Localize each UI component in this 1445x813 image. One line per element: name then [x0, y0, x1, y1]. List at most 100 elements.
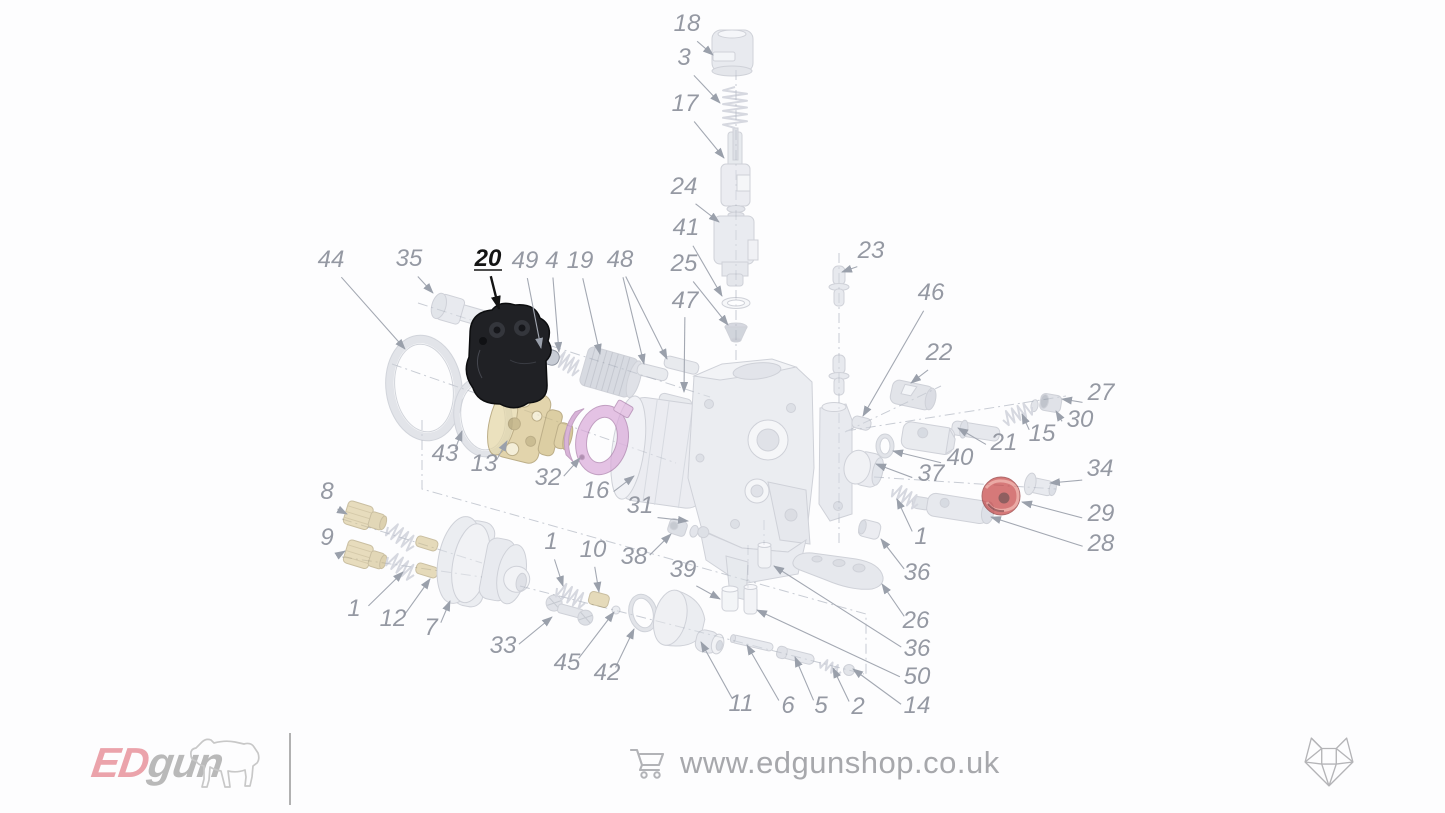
part-label-41: 41 [673, 214, 700, 241]
part-label-37: 37 [918, 460, 946, 487]
part-39-plug [721, 585, 739, 612]
leader-line-26 [881, 583, 905, 617]
leader-line-2 [832, 667, 850, 702]
part-label-9: 9 [320, 524, 333, 551]
leader-line-3 [693, 74, 721, 104]
part-29-red-knob [981, 476, 1021, 516]
part-label-16: 16 [583, 477, 610, 504]
part-label-33: 33 [490, 632, 517, 659]
part-label-36: 36 [904, 635, 931, 662]
leader-line-49 [526, 277, 544, 349]
part-33-screw [545, 594, 594, 626]
leader-line-20 [489, 275, 501, 310]
leader-line-24 [695, 203, 720, 223]
leader-line-41 [692, 245, 723, 297]
leader-line-33 [518, 616, 553, 645]
part-label-30: 30 [1067, 406, 1094, 433]
part-label-23: 23 [857, 237, 885, 264]
dog-icon [190, 738, 260, 788]
part-label-35: 35 [396, 245, 423, 272]
leader-line-17 [693, 121, 725, 159]
leader-line-9 [334, 550, 346, 560]
spring-part [1002, 402, 1033, 427]
part-37-plug [843, 449, 884, 488]
site-link: www.edgunshop.co.uk [630, 745, 1000, 781]
spring-part [890, 485, 919, 510]
part-46-pin [851, 415, 872, 431]
leader-line-19 [582, 278, 602, 355]
logo-text-ed: ED [88, 739, 152, 786]
spring-part [819, 659, 842, 677]
part-18-cap [711, 29, 754, 77]
part-label-11: 11 [729, 690, 754, 717]
part-31-38-screws [667, 518, 710, 539]
leader-line-8 [336, 505, 348, 515]
part-label-4: 4 [545, 247, 558, 274]
leader-line-18 [696, 40, 714, 56]
spring-part [555, 582, 586, 610]
part-20-highlighted-bracket [465, 302, 560, 409]
leader-line-25 [692, 281, 729, 326]
leader-line-32 [563, 457, 581, 477]
part-26-lever [792, 552, 884, 590]
leader-line-5 [794, 656, 815, 701]
leader-line-14 [852, 668, 902, 705]
part-label-21: 21 [990, 429, 1018, 456]
leader-line-16 [613, 475, 635, 493]
part-label-5: 5 [814, 692, 828, 719]
part-label-29: 29 [1087, 500, 1115, 527]
part-label-36: 36 [904, 559, 931, 586]
part-40-oring [875, 433, 895, 459]
leader-line-28 [990, 516, 1083, 547]
leader-line-4 [552, 277, 563, 353]
leader-line-47 [680, 317, 689, 393]
leader-line-42 [615, 628, 635, 668]
part-label-39: 39 [670, 556, 697, 583]
part-label-14: 14 [904, 692, 931, 719]
part-label-18: 18 [674, 10, 701, 37]
part-label-19: 19 [567, 247, 594, 274]
spring-part [385, 553, 415, 581]
part-label-25: 25 [670, 250, 698, 277]
part-label-13: 13 [471, 450, 498, 477]
leader-line-34 [1049, 478, 1083, 487]
leader-line-43 [454, 430, 463, 449]
parts-layer [342, 29, 1063, 677]
leader-line-36 [773, 565, 902, 648]
spring-part [722, 86, 748, 129]
part-label-26: 26 [902, 607, 930, 634]
part-41-washer [721, 297, 751, 309]
part-label-2: 2 [850, 693, 864, 720]
part-label-42: 42 [594, 659, 621, 686]
leader-line-1 [896, 498, 913, 532]
leader-line-48 [622, 277, 646, 365]
part-label-6: 6 [781, 692, 795, 719]
fox-icon [1304, 737, 1354, 787]
part-label-24: 24 [670, 173, 698, 200]
part-label-12: 12 [380, 605, 407, 632]
leader-line-29 [1021, 500, 1083, 519]
part-11-adapter [652, 589, 725, 655]
leader-line-39 [696, 585, 721, 600]
part-label-15: 15 [1029, 420, 1056, 447]
part-22-valve [889, 379, 937, 411]
part-label-47: 47 [672, 287, 700, 314]
leader-line-37 [875, 463, 913, 479]
leader-line-7 [440, 600, 451, 623]
leader-line-50 [756, 609, 901, 678]
part-19-hammer [579, 346, 643, 399]
part-label-45: 45 [554, 649, 581, 676]
part-7-adapter [436, 516, 531, 608]
part-label-1: 1 [347, 595, 360, 622]
part-label-1: 1 [914, 523, 927, 550]
part-label-3: 3 [677, 44, 691, 71]
part-label-20: 20 [474, 245, 502, 272]
spring-part [553, 351, 580, 377]
part-12-rods [415, 535, 439, 579]
part-10-fitting [587, 591, 610, 608]
part-label-48: 48 [607, 246, 634, 273]
leader-line-38 [649, 533, 672, 556]
